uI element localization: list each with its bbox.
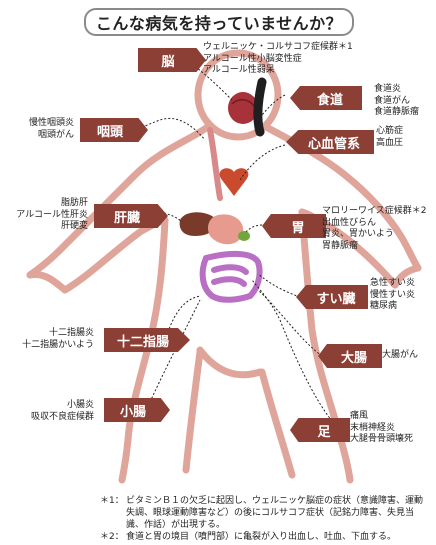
footnote-text: 食道と胃の境目（噴門部）に亀裂が入り出血し、吐血、下血する。	[126, 532, 397, 542]
colon-disease-list: 大腸がん	[382, 350, 418, 362]
disease-item: 胃炎、胃かいよう	[322, 229, 394, 239]
disease-item: 高血圧	[376, 137, 404, 148]
label-duodenum-text: 十二指腸	[116, 334, 169, 350]
page-title: こんな病気を持っていませんか？	[84, 8, 354, 36]
disease-item: 大腸がん	[382, 350, 419, 360]
footnote-mark: ＊1：	[100, 496, 124, 506]
disease-item: 大腿骨骨頭壊死	[350, 434, 414, 444]
esophagus-disease-list: 食道炎 食道がん 食道静脈瘤	[374, 84, 419, 119]
label-duodenum: 十二指腸	[104, 328, 190, 352]
disease-item: 十二指腸炎	[48, 328, 94, 338]
label-brain-text: 脳	[161, 54, 175, 70]
disease-item: 咽頭がん	[37, 129, 74, 140]
disease-item: 十二指腸かいよう	[22, 339, 94, 350]
footnote-text: ビタミンＢ１の欠乏に起因し、ウェルニッケ脳症の症状（意識障害、運動失調、眼球運動…	[126, 496, 424, 530]
disease-item: 心筋症	[376, 126, 404, 136]
disease-item: アルコール性小脳変性症	[203, 53, 302, 64]
label-cardio: 心血管系	[286, 130, 374, 154]
label-stomach: 胃	[262, 214, 326, 238]
footnote-1: ＊1： ビタミンＢ１の欠乏に起因し、ウェルニッケ脳症の症状（意識障害、運動失調、…	[100, 495, 430, 531]
disease-item: 急性すい炎	[370, 278, 416, 288]
pancreas-disease-list: 急性すい炎 慢性すい炎 糖尿病	[370, 278, 415, 313]
pharynx-disease-list: 慢性咽頭炎 咽頭がん	[29, 118, 74, 141]
disease-item: 食道静脈瘤	[374, 107, 420, 117]
label-stomach-text: 胃	[291, 220, 305, 236]
label-small-intestine: 小腸	[104, 398, 170, 422]
label-liver-text: 肝臓	[113, 210, 140, 226]
label-esophagus: 食道	[290, 86, 362, 110]
label-pancreas: すい臓	[296, 285, 368, 309]
liver-icon	[179, 212, 217, 236]
label-esophagus-text: 食道	[316, 92, 343, 108]
duodenum-disease-list: 十二指腸炎 十二指腸かいよう	[22, 328, 94, 351]
label-liver: 肝臓	[94, 204, 168, 228]
label-foot-text: 足	[317, 424, 331, 440]
stomach-icon	[207, 214, 250, 245]
disease-item: 慢性すい炎	[370, 289, 416, 300]
label-pharynx: 咽頭	[80, 118, 148, 142]
disease-item: ウェルニッケ・コルサコフ症候群＊1	[203, 42, 353, 52]
label-cardio-text: 心血管系	[307, 136, 360, 152]
disease-item: 食道炎	[374, 84, 402, 94]
liver-disease-list: 脂肪肝 アルコール性肝炎 肝硬変	[16, 198, 88, 233]
footnote-mark: ＊2：	[100, 532, 124, 542]
label-brain: 脳	[138, 48, 206, 72]
label-small-intestine-text: 小腸	[119, 404, 146, 420]
disease-item: 胃静脈瘤	[322, 240, 359, 251]
disease-item: 脂肪肝	[60, 198, 88, 208]
footnotes: ＊1： ビタミンＢ１の欠乏に起因し、ウェルニッケ脳症の症状（意識障害、運動失調、…	[100, 495, 430, 543]
footnote-2: ＊2： 食道と胃の境目（噴門部）に亀裂が入り出血し、吐血、下血する。	[100, 531, 430, 543]
esophagus-icon	[207, 77, 267, 201]
disease-item: 慢性咽頭炎	[28, 118, 74, 128]
small-intestine-disease-list: 小腸炎 吸収不良症候群	[31, 400, 94, 423]
intestine-icon	[199, 250, 263, 303]
foot-disease-list: 痛風 末梢神経炎 大腿骨骨頭壊死	[350, 411, 413, 446]
disease-item: 糖尿病	[370, 301, 398, 311]
label-foot: 足	[290, 418, 350, 442]
label-colon: 大腸	[318, 344, 382, 368]
disease-item: 吸収不良症候群	[30, 411, 94, 422]
disease-item: 末梢神経炎	[350, 422, 396, 433]
label-pharynx-text: 咽頭	[96, 124, 123, 140]
disease-item: 肝硬変	[60, 221, 88, 231]
label-colon-text: 大腸	[340, 350, 367, 366]
stomach-disease-list: マロリーワイス症候群＊2 出血性びらん 胃炎、胃かいよう 胃静脈瘤	[322, 206, 426, 252]
brain-disease-list: ウェルニッケ・コルサコフ症候群＊1 アルコール性小脳変性症 アルコール性弱呆	[203, 42, 353, 77]
disease-item: アルコール性肝炎	[16, 209, 88, 220]
label-pancreas-text: すい臓	[316, 291, 356, 307]
cardio-disease-list: 心筋症 高血圧	[376, 126, 403, 149]
disease-item: アルコール性弱呆	[203, 65, 275, 75]
brain-icon	[228, 92, 258, 124]
disease-item: 痛風	[350, 411, 369, 421]
heart-icon	[219, 168, 249, 196]
disease-item: マロリーワイス症候群＊2	[322, 206, 427, 216]
disease-item: 出血性びらん	[322, 217, 377, 228]
disease-item: 食道がん	[374, 95, 411, 106]
disease-item: 小腸炎	[66, 400, 94, 410]
